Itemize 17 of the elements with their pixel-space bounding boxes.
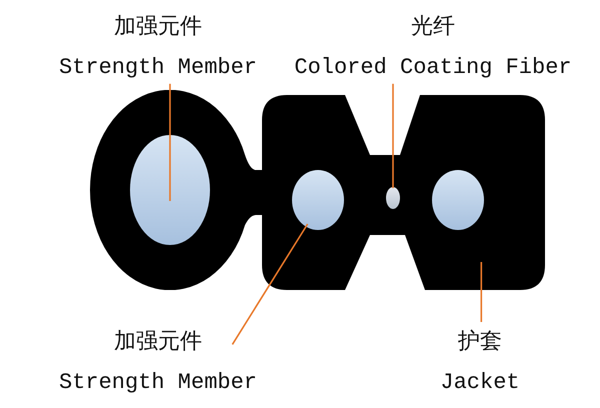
strength-member [130, 135, 210, 245]
leader-line [232, 224, 308, 345]
strength-member [292, 170, 344, 230]
optical-fiber [386, 187, 400, 209]
leader-line [480, 262, 482, 322]
english-label: Jacket [439, 370, 521, 396]
chinese-label: 护套 [457, 330, 503, 356]
strength-member [432, 170, 484, 230]
cable-jacket [90, 90, 545, 290]
chinese-label: 光纤 [410, 15, 456, 41]
chinese-label: 加强元件 [113, 330, 203, 356]
chinese-label: 加强元件 [113, 15, 203, 41]
leader-line [169, 84, 171, 201]
english-label: Strength Member [58, 370, 258, 396]
leader-line [392, 84, 394, 188]
english-label: Colored Coating Fiber [293, 55, 573, 81]
english-label: Strength Member [58, 55, 258, 81]
